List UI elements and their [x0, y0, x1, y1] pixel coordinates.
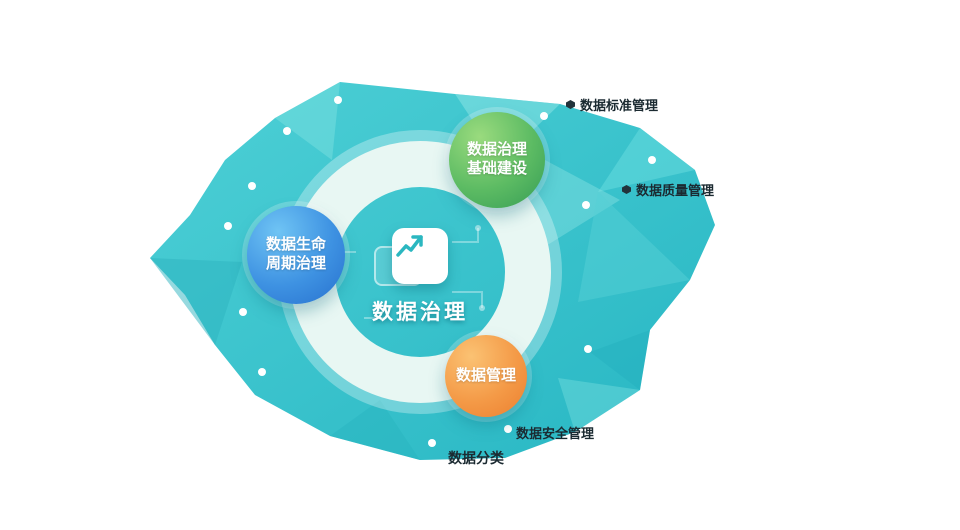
peripheral-label-text: 数据安全管理 — [516, 426, 595, 441]
hexagon-bullet-icon — [622, 185, 631, 194]
peripheral-label-quality: 数据质量管理 — [622, 180, 714, 199]
peripheral-label-standards: 数据标准管理 — [566, 95, 658, 114]
blob-facet — [330, 400, 420, 460]
line-chart-icon — [392, 228, 448, 284]
peripheral-label-text: 数据质量管理 — [636, 183, 715, 198]
center-title: 数据治理 — [372, 301, 468, 324]
peripheral-label-security: 数据安全管理 — [516, 423, 594, 442]
peripheral-label-text: 数据分类 — [448, 450, 504, 466]
node-data-lifecycle-governance: 数据生命 周期治理 — [247, 206, 345, 304]
hexagon-bullet-icon — [566, 100, 575, 109]
vertex-dots — [224, 96, 656, 447]
blob-facet — [578, 192, 690, 302]
node-label-line: 基础建设 — [466, 160, 527, 177]
node-data-governance-foundation: 数据治理 基础建设 — [449, 112, 545, 208]
blob-facet — [590, 330, 650, 390]
node-label-line: 数据管理 — [455, 366, 516, 384]
node-label-line: 数据生命 — [265, 236, 326, 254]
node-label-line: 周期治理 — [265, 255, 326, 272]
node-label-line: 数据治理 — [466, 141, 527, 159]
peripheral-label-text: 数据标准管理 — [580, 98, 659, 113]
peripheral-label-classification: 数据分类 — [448, 448, 504, 468]
blob-facet — [558, 378, 640, 432]
blob-facet — [275, 82, 340, 160]
blob-facet — [150, 258, 242, 345]
line-chart-glyph — [396, 235, 423, 257]
node-data-management: 数据管理 — [445, 335, 527, 417]
blob-facet — [598, 128, 695, 192]
